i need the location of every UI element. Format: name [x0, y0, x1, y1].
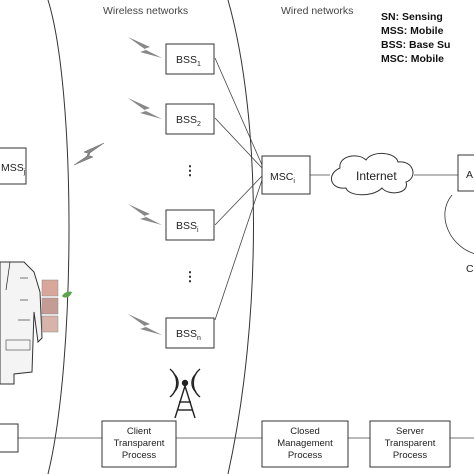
server-label: A: [466, 169, 473, 181]
process-management-line-2: Management: [277, 438, 333, 449]
wireless-boundary-left: [47, 0, 70, 474]
connection-lines: [0, 57, 474, 439]
bss-ellipsis-2: ⋮: [184, 269, 197, 284]
process-management-line-1: Closed: [290, 426, 320, 437]
process-client-line-2: Transparent: [114, 438, 165, 449]
process-server-line-3: Process: [393, 450, 428, 461]
radio-tower-icon: [169, 368, 201, 419]
process-box-management: Closed Management Process: [261, 420, 349, 468]
leaf-icon: [62, 291, 72, 298]
process-server-line-2: Transparent: [385, 438, 436, 449]
bss-node-2: BSS2: [128, 98, 215, 135]
sensor-photo-1: [41, 279, 59, 297]
msc-label: MSCi: [270, 171, 295, 185]
wireless-section-label: Wireless networks: [103, 5, 188, 17]
internet-cloud: Internet: [331, 153, 414, 196]
legend-item-mss: MSS: Mobile: [381, 25, 444, 37]
lightning-bolt-icon: [128, 98, 162, 119]
process-client-line-1: Client: [127, 426, 152, 437]
bss-label-1: BSS1: [176, 54, 201, 68]
bss-label-i: BSSi: [176, 220, 199, 234]
bss-ellipsis-1: ⋮: [184, 163, 197, 178]
garment-icon: [0, 261, 43, 385]
left-process-box: [0, 423, 19, 453]
lightning-bolt-icon: [128, 37, 162, 58]
bss-node-n: BSSn: [128, 314, 215, 349]
server-caption: C: [466, 263, 474, 275]
wireless-boundary-right: [227, 0, 254, 474]
legend-item-bss: BSS: Base Su: [381, 39, 450, 51]
server-node: A C: [444, 154, 474, 275]
process-client-line-3: Process: [122, 450, 157, 461]
bss-label-n: BSSn: [176, 328, 201, 342]
internet-label: Internet: [356, 169, 397, 183]
bss-label-2: BSS2: [176, 114, 201, 128]
legend-item-msc: MSC: Mobile: [381, 53, 444, 65]
process-server-line-1: Server: [396, 426, 424, 437]
wired-section-label: Wired networks: [281, 5, 353, 17]
process-box-server: Server Transparent Process: [369, 420, 451, 468]
sensor-photo-3: [41, 315, 59, 333]
lightning-bolt-icon: [128, 204, 162, 225]
lightning-bolt-icon: [128, 314, 162, 335]
msc-node: MSCi: [261, 155, 311, 195]
process-box-client: Client Transparent Process: [101, 420, 177, 468]
process-management-line-3: Process: [288, 450, 323, 461]
legend-item-sn: SN: Sensing: [381, 11, 443, 23]
bss-node-i: BSSi: [128, 204, 215, 241]
mss-label: MSSj: [1, 162, 26, 176]
mss-node: MSSj: [0, 147, 27, 185]
sensor-photo-2: [41, 297, 59, 315]
bss-node-1: BSS1: [128, 37, 215, 75]
lightning-bolt-icon: [73, 142, 105, 166]
